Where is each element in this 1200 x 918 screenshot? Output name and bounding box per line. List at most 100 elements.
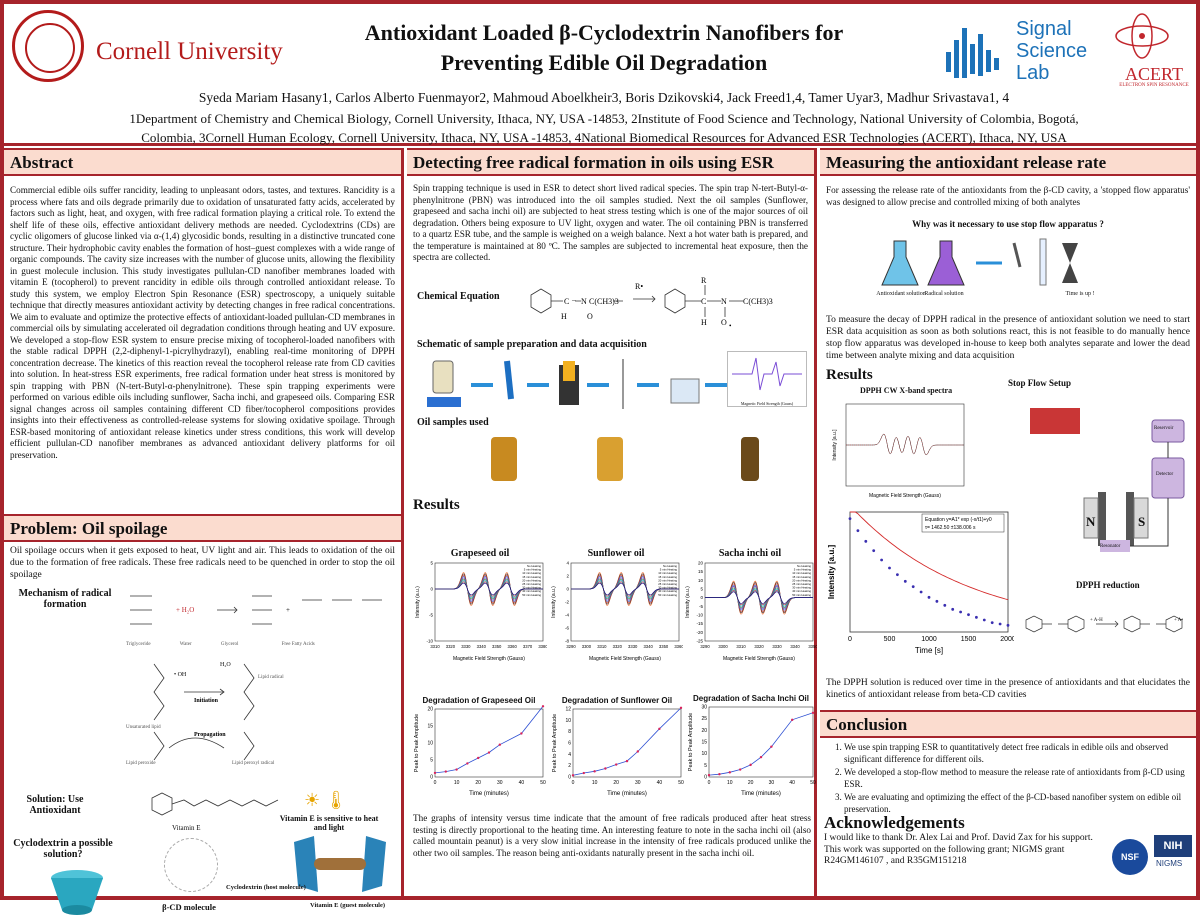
release-text-2: To measure the decay of DPPH radical in … xyxy=(826,315,1190,361)
svg-text:+: + xyxy=(286,606,290,614)
nigms-label: NIGMS xyxy=(1156,859,1183,868)
magnet-n-label: N xyxy=(1086,514,1096,529)
column-left: Abstract Commercial edible oils suffer r… xyxy=(4,148,404,915)
sample-prep-schematic xyxy=(427,358,727,409)
x-tick-label: 0 xyxy=(848,636,852,643)
y-tick-label: 0 xyxy=(568,775,571,781)
legend-entry: 50 min Heating xyxy=(522,593,541,597)
y-tick-label: -5 xyxy=(699,604,703,609)
data-point xyxy=(990,621,994,625)
x-axis-label: Magnetic Field Strength (Gauss) xyxy=(869,493,941,499)
eq-o-left: O xyxy=(587,312,593,321)
ssl-line-1: Signal xyxy=(1016,18,1072,40)
data-point xyxy=(943,603,947,607)
x-tick-label: 0 xyxy=(708,780,711,786)
pbn-formula-left: C(CH3)3 xyxy=(589,297,619,306)
y-axis-label: Intensity (a.u.) xyxy=(685,586,691,618)
release-text: For assessing the release rate of the an… xyxy=(826,185,1190,207)
beta-cd-ring-icon xyxy=(164,838,218,892)
data-point xyxy=(658,727,661,731)
dpph-spectra-label: DPPH CW X-band spectra xyxy=(860,386,953,395)
x-tick-label: 3320 xyxy=(446,644,456,649)
x-axis-label: Magnetic Field Strength (Gauss) xyxy=(589,656,661,662)
data-point xyxy=(520,732,523,735)
solution-label: Solution: Use Antioxidant xyxy=(26,794,84,816)
acert-subtitle: ELECTRON SPIN RESONANCE xyxy=(1119,83,1189,88)
y-tick-label: 0 xyxy=(704,775,707,781)
conclusion-heading: Conclusion xyxy=(820,710,1196,738)
data-point xyxy=(791,718,794,722)
y-tick-label: -2 xyxy=(565,600,569,605)
y-tick-label: 5 xyxy=(430,758,433,764)
sunflower-bottle-image xyxy=(597,436,623,481)
x-axis-label: Time (minutes) xyxy=(741,791,781,797)
x-axis-label: Time (minutes) xyxy=(469,791,509,797)
x-tick-label: 10 xyxy=(454,780,460,786)
legend-entry: 15 min Heating xyxy=(658,575,677,579)
eq-radical-dot: • xyxy=(729,322,732,330)
x-tick-label: 20 xyxy=(475,780,481,786)
resonator-label: Resonator xyxy=(1100,544,1121,549)
acert-atom-icon xyxy=(1115,13,1169,59)
x-tick-label: 1000 xyxy=(921,636,937,643)
legend-entry: No Heating xyxy=(797,564,811,568)
mech-initiation-label: Initiation xyxy=(194,698,219,704)
x-axis-label: Time [s] xyxy=(915,646,943,655)
legend-entry: 20 min Heating xyxy=(792,578,811,582)
vitamin-e-sensitivity-note: Vitamin E is sensitive to heat and light xyxy=(279,814,379,832)
x-tick-label: 3330 xyxy=(772,644,782,649)
reaction-a-label: + A• xyxy=(1174,618,1184,623)
data-point xyxy=(935,599,939,603)
affiliations: 1Department of Chemistry and Chemical Bi… xyxy=(124,109,1084,166)
data-point xyxy=(615,763,618,766)
esr-thumbnail-xlabel: Magnetic Field Strength (Gauss) xyxy=(740,400,794,406)
x-tick-label: 3350 xyxy=(492,644,502,649)
x-tick-label: 2000 xyxy=(1000,636,1014,643)
y-axis-label: Intensity (a.u.) xyxy=(415,586,421,618)
acert-name: ACERT xyxy=(1125,64,1183,84)
x-tick-label: 50 xyxy=(540,780,546,786)
antioxidant-flask-label: Antioxidant solution xyxy=(876,291,926,297)
flask-icons xyxy=(881,238,1078,286)
x-tick-label: 20 xyxy=(748,780,754,786)
x-tick-label: 50 xyxy=(678,780,684,786)
data-point xyxy=(951,607,955,611)
y-tick-label: -8 xyxy=(565,639,569,644)
fit-tau-label: τ= 1462.50 ±138.006 s xyxy=(925,525,976,531)
x-tick-label: 3310 xyxy=(430,644,440,649)
y-tick-label: 0 xyxy=(430,775,433,781)
mech-unsat-lipid-label: Unsaturated lipid xyxy=(126,725,161,730)
legend-entry: 20 min Heating xyxy=(658,578,677,582)
y-tick-label: 8 xyxy=(568,729,571,735)
spectrum-series-line xyxy=(705,591,813,604)
x-tick-label: 3360 xyxy=(507,644,517,649)
svg-text:• OH: • OH xyxy=(174,672,187,678)
x-tick-label: 0 xyxy=(572,780,575,786)
data-point xyxy=(541,705,545,708)
x-tick-label: 30 xyxy=(497,780,503,786)
poster-header: Cornell University Antioxidant Loaded β-… xyxy=(4,4,1196,164)
x-tick-label: 30 xyxy=(635,780,641,786)
legend-entry: 20 min Heating xyxy=(522,578,541,582)
affil-line-1: 1Department of Chemistry and Chemical Bi… xyxy=(129,111,1079,126)
legend-entry: 30 min Heating xyxy=(522,586,541,590)
y-tick-label: 20 xyxy=(701,728,707,734)
degradation-line xyxy=(572,707,682,776)
y-tick-label: -10 xyxy=(696,613,703,618)
chart-title: Degradation of Grapeseed Oil xyxy=(422,696,536,705)
data-point xyxy=(911,585,915,589)
x-tick-label: 40 xyxy=(789,780,795,786)
y-tick-label: 4 xyxy=(566,561,569,566)
x-tick-label: 3290 xyxy=(566,644,576,649)
legend-entry: 25 min Heating xyxy=(792,582,811,586)
degradation-line xyxy=(708,712,814,776)
y-tick-label: 10 xyxy=(698,578,704,583)
y-tick-label: 10 xyxy=(427,741,433,747)
legend-entry: No Heating xyxy=(663,564,677,568)
x-tick-label: 3340 xyxy=(643,644,653,649)
nih-logo: NIH xyxy=(1154,835,1192,857)
